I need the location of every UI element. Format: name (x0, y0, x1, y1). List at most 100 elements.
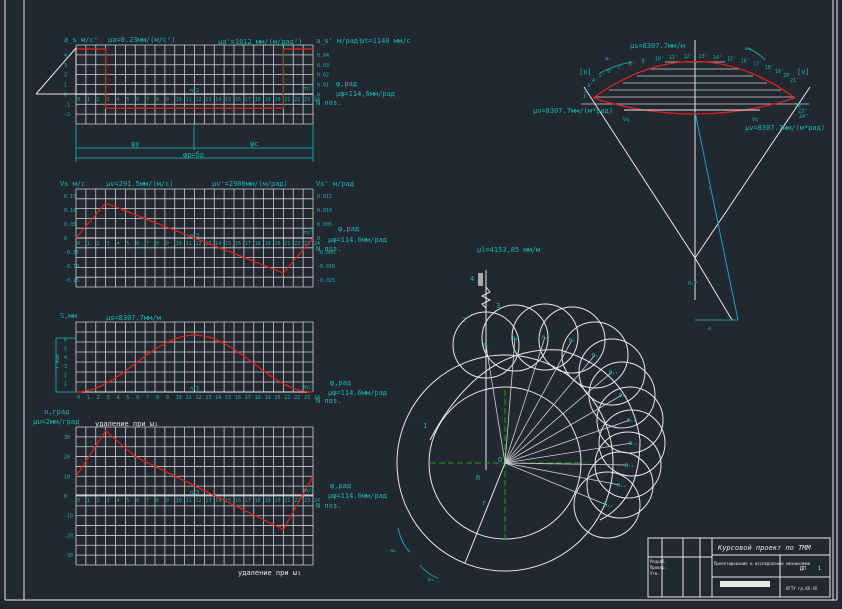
pressure-point-label: 23' (798, 109, 807, 115)
position-tick: 10 (176, 241, 182, 247)
y-tick-label: 30 (64, 435, 70, 441)
position-tick: 22 (294, 395, 300, 401)
y2-tick-label: -0.015 (317, 278, 335, 284)
accel-ylabel2: a_s' м/рад² (316, 37, 362, 45)
pressure-point-label: 3' (587, 83, 593, 89)
y-tick-label: -30 (64, 553, 73, 559)
y2-tick-label: 0.005 (317, 222, 332, 228)
position-tick: 3 (107, 395, 110, 401)
pressure-scale-right: μv=8307.7мм/(м*рад) (745, 124, 825, 132)
position-tick: 16 (235, 241, 241, 247)
pressure-point-label: 13' (698, 54, 707, 60)
omega-neg-label: -ω₁ (388, 548, 397, 554)
position-tick: 7 (146, 97, 149, 103)
position-tick: 23 (304, 97, 310, 103)
velocity-curve (75, 202, 314, 274)
pressure-point-label: 18' (765, 65, 774, 71)
position-tick: 21 (284, 97, 290, 103)
position-tick: 18 (255, 395, 261, 401)
position-tick: 22 (294, 241, 300, 247)
pressure-point-label: 10' (655, 56, 664, 62)
position-tick: 17 (245, 498, 251, 504)
position-tick: 19 (265, 241, 271, 247)
velocity-end: 2π/3 (302, 230, 314, 236)
position-tick: 2 (97, 97, 100, 103)
position-tick: 2 (97, 241, 100, 247)
part-label-4: 4 (470, 275, 474, 283)
roller-circle (452, 311, 520, 379)
row-developer: Разраб. (650, 559, 667, 564)
sheet-frame (4, 0, 838, 601)
position-tick: 4 (117, 97, 120, 103)
y-tick-label: 1 (64, 381, 67, 387)
position-tick: 4 (117, 498, 120, 504)
accel-mid: π/2 (190, 88, 199, 94)
position-tick: 19 (265, 97, 271, 103)
accel-xscale: μφ=114,6мм/рад (336, 90, 395, 98)
cam-profile (429, 349, 641, 521)
position-tick: 5 (126, 241, 129, 247)
y2-tick-label: 0 (317, 236, 320, 242)
disp-ylabel: S,мм (60, 312, 78, 320)
position-tick: 20 (275, 97, 281, 103)
position-tick: 8 (156, 498, 159, 504)
displacement-chart: S,мм μs=8307.7мм/м Y max φ,рад μφ=114.6м… (55, 312, 387, 405)
velocity-scale2: μv'=2900мм/(м/рад) (212, 180, 288, 188)
allowed-v-left: [υ] (579, 68, 592, 76)
position-tick: 0 (77, 498, 80, 504)
accel-npos: N поз. (316, 99, 341, 107)
y-tick-label: 2 (64, 373, 67, 379)
position-tick: 7 (146, 498, 149, 504)
y2-tick-label: 0.04 (317, 53, 329, 59)
pressure-point-label: 12' (684, 54, 693, 60)
position-tick: 12 (196, 241, 202, 247)
pressure-scale: μs=8307.7мм/м (630, 42, 686, 50)
roller-label: B₂₂ (604, 503, 613, 509)
roller-label: B₂ (512, 336, 518, 342)
roller-label: B₈ (592, 353, 598, 359)
position-tick: 1 (87, 97, 90, 103)
y2-tick-label: 0.02 (317, 73, 329, 79)
position-tick: 6 (136, 395, 139, 401)
y-tick-label: 1 (64, 83, 67, 89)
position-tick: 15 (225, 241, 231, 247)
disp-scale: μs=8307.7мм/м (106, 314, 162, 322)
accel-curve (76, 48, 313, 109)
y-tick-label: -0.10 (64, 264, 79, 270)
position-tick: 21 (284, 241, 290, 247)
roller-label: B₁₀ (609, 370, 618, 376)
title-block-desc: Проектирование и исследование механизмов (714, 561, 810, 566)
o1p-label: O₁P (688, 281, 697, 287)
y-tick-label: 0 (64, 92, 67, 98)
accel-chart: a_s м/с² μa=0.23мм/(м/с²) μa'=1012 мм/(м… (35, 36, 411, 162)
roller-label: B₁₂ (619, 393, 628, 399)
roller-circle (561, 321, 629, 389)
roller-circle (481, 304, 549, 372)
y-tick-label: 20 (64, 455, 70, 461)
position-tick: 15 (225, 97, 231, 103)
roller-circle (573, 471, 641, 539)
pressure-point-label: 9' (641, 58, 647, 64)
position-tick: 9 (166, 97, 169, 103)
allowed-v-right: [υ] (797, 68, 810, 76)
angle-construction (35, 46, 77, 95)
position-tick: 13 (205, 395, 211, 401)
position-tick: 7 (146, 395, 149, 401)
position-tick: 16 (235, 498, 241, 504)
position-tick: 4 (117, 241, 120, 247)
position-tick: 5 (126, 97, 129, 103)
angle-curve (75, 429, 314, 531)
velocity-xunit: φ,рад (338, 225, 359, 233)
y-tick-label: 0 (64, 494, 67, 500)
position-tick: 17 (245, 241, 251, 247)
position-tick: 18 (255, 498, 261, 504)
pressure-point-label: 14' (713, 55, 722, 61)
position-tick: 10 (176, 498, 182, 504)
position-tick: 23 (304, 498, 310, 504)
y-tick-label: 0.05 (64, 222, 76, 228)
disp-npos: N поз. (316, 397, 341, 405)
position-tick: 1 (87, 241, 90, 247)
y-tick-label: -20 (64, 533, 73, 539)
